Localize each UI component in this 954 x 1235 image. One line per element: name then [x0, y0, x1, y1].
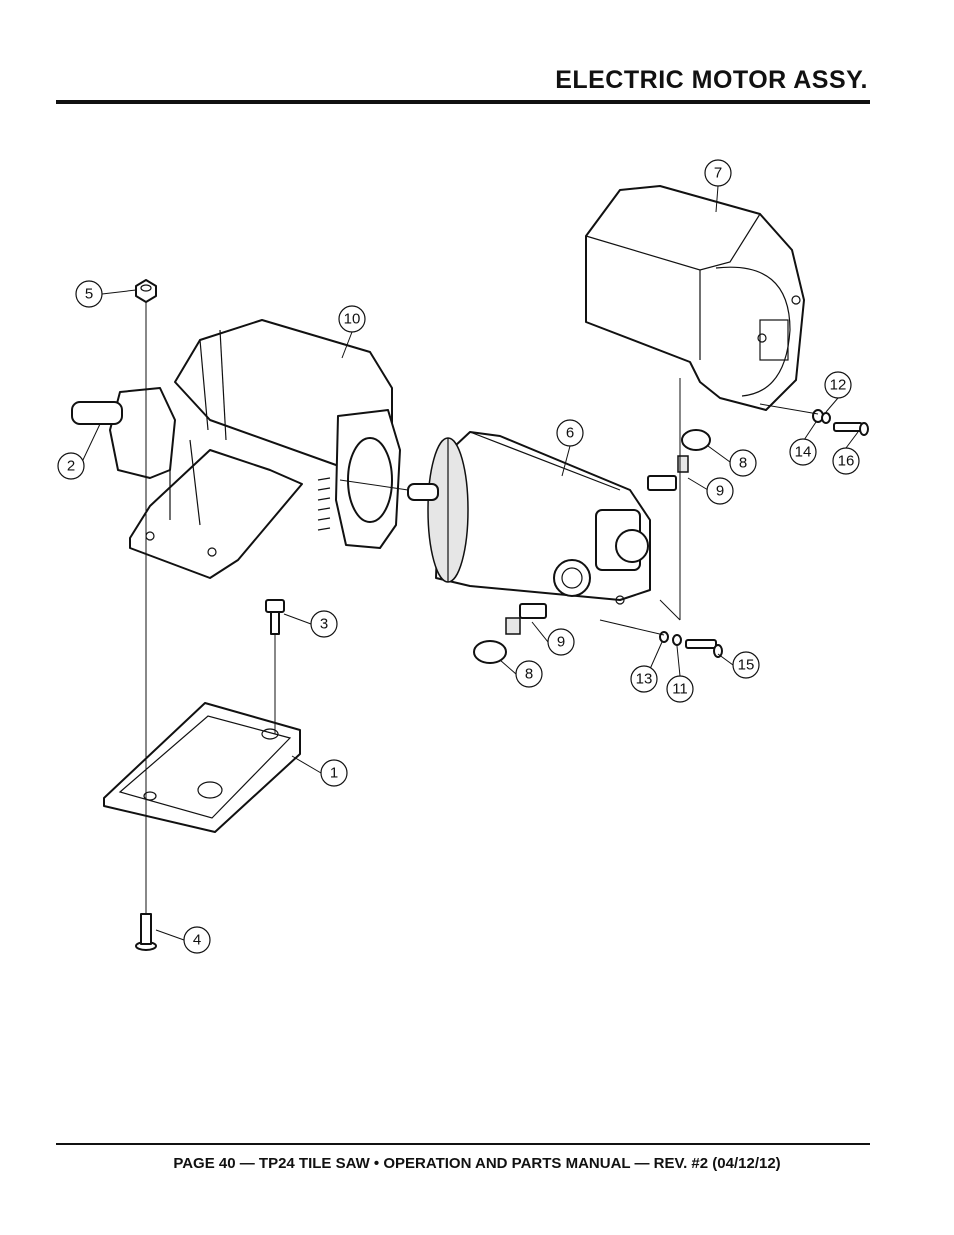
svg-text:13: 13	[636, 671, 653, 688]
part-armature-housing	[407, 431, 651, 605]
svg-text:8: 8	[739, 455, 747, 472]
callout-8-upper: 8	[729, 449, 757, 477]
callout-11: 11	[666, 675, 694, 703]
bottom-rule	[56, 1143, 870, 1145]
svg-text:15: 15	[738, 657, 755, 674]
callout-4: 4	[183, 926, 211, 954]
callout-10: 10	[338, 305, 366, 333]
svg-text:2: 2	[67, 458, 75, 475]
svg-text:3: 3	[320, 616, 328, 633]
svg-text:9: 9	[557, 634, 565, 651]
callout-3: 3	[310, 610, 338, 638]
part-brush-lower	[505, 603, 547, 635]
svg-text:7: 7	[714, 165, 722, 182]
part-washers-lower	[659, 631, 723, 658]
callout-7: 7	[704, 159, 732, 187]
svg-text:16: 16	[838, 453, 855, 470]
part-base-plate	[103, 702, 301, 833]
svg-text:12: 12	[830, 377, 847, 394]
svg-text:1: 1	[330, 765, 338, 782]
svg-text:4: 4	[193, 932, 201, 949]
svg-text:6: 6	[566, 425, 574, 442]
callout-6: 6	[556, 419, 584, 447]
callout-5: 5	[75, 280, 103, 308]
top-rule	[56, 100, 870, 104]
part-nut	[135, 279, 157, 303]
part-main-housing	[71, 319, 401, 579]
callout-13: 13	[630, 665, 658, 693]
callout-15: 15	[732, 651, 760, 679]
callout-9-lower: 9	[547, 628, 575, 656]
svg-text:8: 8	[525, 666, 533, 683]
svg-text:11: 11	[672, 681, 688, 698]
svg-text:10: 10	[344, 311, 361, 328]
svg-text:14: 14	[795, 444, 812, 461]
part-brush-cap-upper	[681, 429, 711, 451]
part-bolt-4	[135, 913, 157, 951]
part-washers-upper	[812, 409, 869, 436]
callout-12: 12	[824, 371, 852, 399]
part-brush-cap-lower	[473, 640, 507, 664]
callout-2: 2	[57, 452, 85, 480]
part-end-cover	[585, 185, 805, 411]
callout-14: 14	[789, 438, 817, 466]
part-bolt-3	[265, 599, 285, 635]
page-footer: PAGE 40 — TP24 TILE SAW • OPERATION AND …	[173, 1155, 781, 1172]
callout-1: 1	[320, 759, 348, 787]
callout-8-lower: 8	[515, 660, 543, 688]
page-title: ELECTRIC MOTOR ASSY.	[555, 66, 868, 94]
callout-9-upper: 9	[706, 477, 734, 505]
svg-text:5: 5	[85, 286, 93, 303]
callout-16: 16	[832, 447, 860, 475]
part-brush-upper	[647, 455, 689, 491]
svg-text:9: 9	[716, 483, 724, 500]
